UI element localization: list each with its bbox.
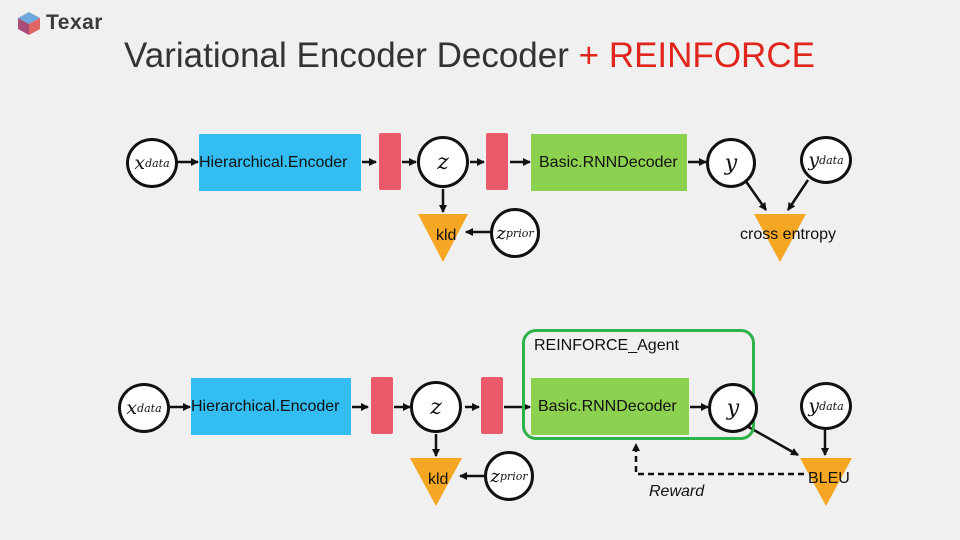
loss-triangle-top (754, 214, 806, 262)
encoder-label-top: Hierarchical.Encoder (199, 153, 348, 171)
texar-cube-icon (18, 12, 40, 35)
projection-bar-bottom-2 (481, 377, 503, 434)
reinforce-agent-box (522, 329, 755, 440)
bleu-triangle-bottom (800, 458, 852, 506)
z-node-bottom: z (410, 381, 462, 433)
z-node-top: z (417, 136, 469, 188)
slide-title: Variational Encoder Decoder + REINFORCE (124, 36, 815, 76)
reinforce-agent-label: REINFORCE_Agent (534, 337, 679, 354)
y-node-top: y (706, 138, 756, 188)
decoder-label-top: Basic.RNNDecoder (539, 153, 678, 171)
edge-reward-dashed (632, 443, 804, 476)
title-main: Variational Encoder Decoder (124, 36, 569, 75)
kld-triangle-top (418, 214, 468, 262)
bleu-label: BLEU (808, 470, 850, 487)
hierarchical-encoder-top: Hierarchical.Encoder (199, 134, 361, 191)
hierarchical-encoder-bottom: Hierarchical.Encoder (191, 378, 351, 435)
rnn-decoder-bottom: Basic.RNNDecoder (531, 378, 689, 435)
texar-logo: Texar (16, 10, 103, 36)
edge-ydata-loss-top (786, 179, 810, 211)
cross-entropy-label: cross entropy (740, 226, 837, 243)
projection-bar-bottom-1 (371, 377, 393, 434)
rnn-decoder-top: Basic.RNNDecoder (531, 134, 687, 191)
title-accent: REINFORCE (608, 36, 815, 75)
decoder-label-bottom: Basic.RNNDecoder (538, 397, 677, 415)
kld-label-bottom: kld (428, 471, 449, 488)
kld-label-top: kld (436, 227, 457, 244)
title-plus: + (578, 36, 600, 75)
reward-label: Reward (649, 483, 705, 500)
encoder-label-bottom: Hierarchical.Encoder (191, 397, 340, 415)
projection-bar-top-2 (486, 133, 508, 190)
edge-y-loss-top (743, 179, 768, 211)
kld-triangle-bottom (410, 458, 462, 506)
projection-bar-top-1 (379, 133, 401, 190)
y-node-bottom: y (708, 383, 758, 433)
logo-text: Texar (46, 11, 103, 34)
